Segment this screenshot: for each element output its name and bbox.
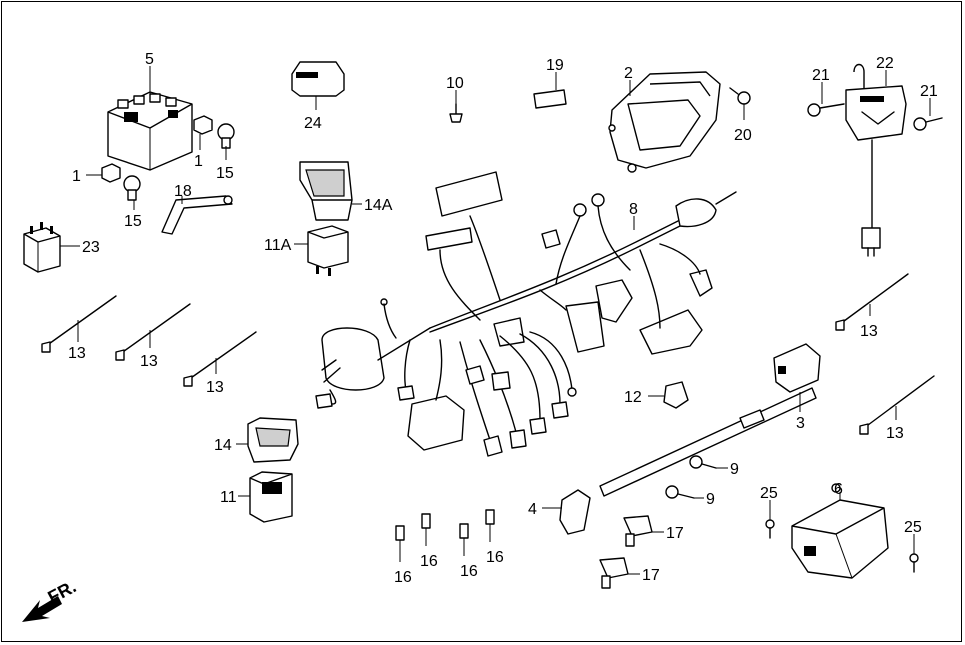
relay-cover-part: [299, 161, 353, 221]
callout-5: 5: [145, 51, 154, 68]
callout-13d: 13: [860, 323, 878, 340]
callout-4: 4: [528, 501, 537, 518]
callout-13b: 13: [140, 353, 158, 370]
callout-14a: 14A: [364, 197, 393, 214]
callout-2: 2: [624, 65, 633, 82]
callout-16a: 16: [394, 569, 412, 586]
callout-24: 24: [304, 115, 322, 132]
callout-13a: 13: [68, 345, 86, 362]
callout-20: 20: [734, 127, 752, 144]
flange-bolt-part: [665, 455, 717, 499]
callout-15a: 15: [216, 165, 234, 182]
rubber-pad-part: [533, 89, 567, 109]
terminal-cover-part: [291, 61, 345, 97]
callout-11: 11: [220, 489, 237, 506]
cable-tie-right-part: [835, 273, 935, 435]
electrical-bracket-part: [608, 71, 721, 173]
callout-17b: 17: [642, 567, 660, 584]
relay-socket-part: [247, 417, 299, 463]
callout-18: 18: [174, 183, 192, 200]
callout-22: 22: [876, 55, 894, 72]
callout-11a: 11A: [264, 237, 292, 254]
wire-clip-part: [663, 381, 689, 409]
callout-9a: 9: [730, 461, 739, 478]
terminal-nut-part: [101, 115, 213, 183]
callout-6: 6: [834, 481, 843, 498]
fuse-part: [395, 509, 495, 541]
callout-16d: 16: [486, 549, 504, 566]
mounting-screw-part: [807, 103, 943, 131]
callout-14: 14: [214, 437, 232, 454]
fuse-holder-part: [599, 515, 653, 589]
callout-13e: 13: [886, 425, 904, 442]
callout-1a: 1: [72, 168, 81, 185]
main-relay-part: [249, 471, 293, 523]
callout-25a: 25: [760, 485, 778, 502]
callout-3: 3: [796, 415, 805, 432]
terminal-bolt-part: [123, 123, 235, 201]
callout-16b: 16: [420, 553, 438, 570]
callout-15b: 15: [124, 213, 142, 230]
bolt-part: [729, 87, 751, 105]
callout-17a: 17: [666, 525, 684, 542]
callout-13c: 13: [206, 379, 224, 396]
callout-16c: 16: [460, 563, 478, 580]
spark-plug-cap-part: [559, 489, 591, 535]
callout-1b: 1: [194, 153, 203, 170]
callout-23: 23: [82, 239, 100, 256]
callout-8: 8: [629, 201, 638, 218]
flasher-relay-part: [23, 222, 61, 273]
callout-9b: 9: [706, 491, 715, 508]
regulator-rectifier-part: [791, 483, 889, 579]
callout-19: 19: [546, 57, 564, 74]
arrow-down-left-icon: [22, 596, 62, 622]
callout-21b: 21: [920, 83, 938, 100]
relay-part: [307, 225, 349, 276]
wire-harness-part: [315, 171, 737, 457]
callout-25b: 25: [904, 519, 922, 536]
screw-part: [449, 103, 463, 123]
cable-tie-part: [41, 295, 257, 387]
tip-over-sensor-part: [845, 63, 907, 257]
callout-12: 12: [624, 389, 642, 406]
battery-part: [107, 91, 193, 171]
ignition-coil-part: [599, 343, 821, 497]
callout-10: 10: [446, 75, 464, 92]
battery-strap-part: [161, 195, 233, 235]
callout-21a: 21: [812, 67, 830, 84]
